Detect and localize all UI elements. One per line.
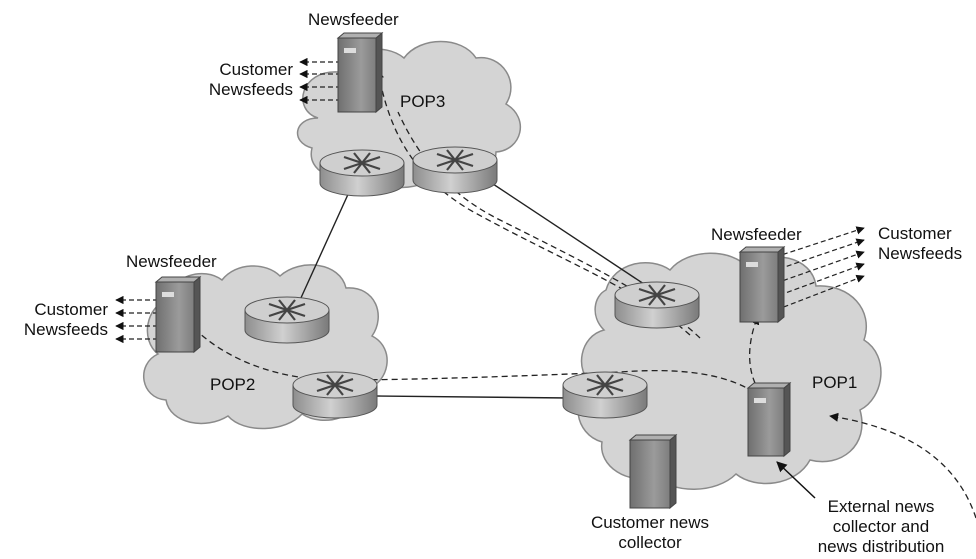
- server-icon: [154, 275, 202, 354]
- customer-feeds-label-pop2-line1: Customer: [34, 300, 108, 319]
- link-pop2-pop1: [374, 395, 571, 399]
- external-collector-label-line1: External news: [827, 497, 935, 516]
- router-icon: [562, 371, 648, 419]
- server-icon: [746, 381, 792, 458]
- external-collector-label-line3: news distribution: [817, 537, 945, 556]
- pop2-label: POP2: [210, 375, 256, 394]
- customer-feeds-label-pop1-line1: Customer: [878, 224, 952, 243]
- server-icon: [738, 245, 786, 324]
- customer-feeds-label-pop3-line2: Newsfeeds: [208, 80, 293, 99]
- router-icon: [292, 371, 378, 419]
- external-collector-label-line2: collector and: [832, 517, 930, 536]
- newsfeeder-label-pop2: Newsfeeder: [126, 252, 217, 271]
- customer-feeds-label-pop1-line2: Newsfeeds: [878, 244, 963, 263]
- server-icon: [336, 31, 384, 114]
- newsfeeder-label-pop3: Newsfeeder: [308, 10, 399, 29]
- external-collector-arrow: [776, 461, 816, 499]
- link-pop3-pop2: [299, 189, 351, 301]
- customer-collector-label-line1: Customer news: [590, 513, 710, 532]
- server-icon: [628, 433, 678, 510]
- router-icon: [614, 281, 700, 329]
- customer-feeds-label-pop3-line1: Customer: [219, 60, 293, 79]
- customer-feeds-label-pop2-line2: Newsfeeds: [23, 320, 108, 339]
- router-icon: [412, 146, 498, 194]
- pop1-label: POP1: [812, 373, 858, 392]
- newsfeeder-label-pop1: Newsfeeder: [711, 225, 802, 244]
- link-pop3-pop1: [489, 181, 651, 289]
- router-icon: [319, 149, 405, 197]
- pop3-label: POP3: [400, 92, 446, 111]
- customer-collector-label-line2: collector: [618, 533, 682, 552]
- router-icon: [244, 296, 330, 344]
